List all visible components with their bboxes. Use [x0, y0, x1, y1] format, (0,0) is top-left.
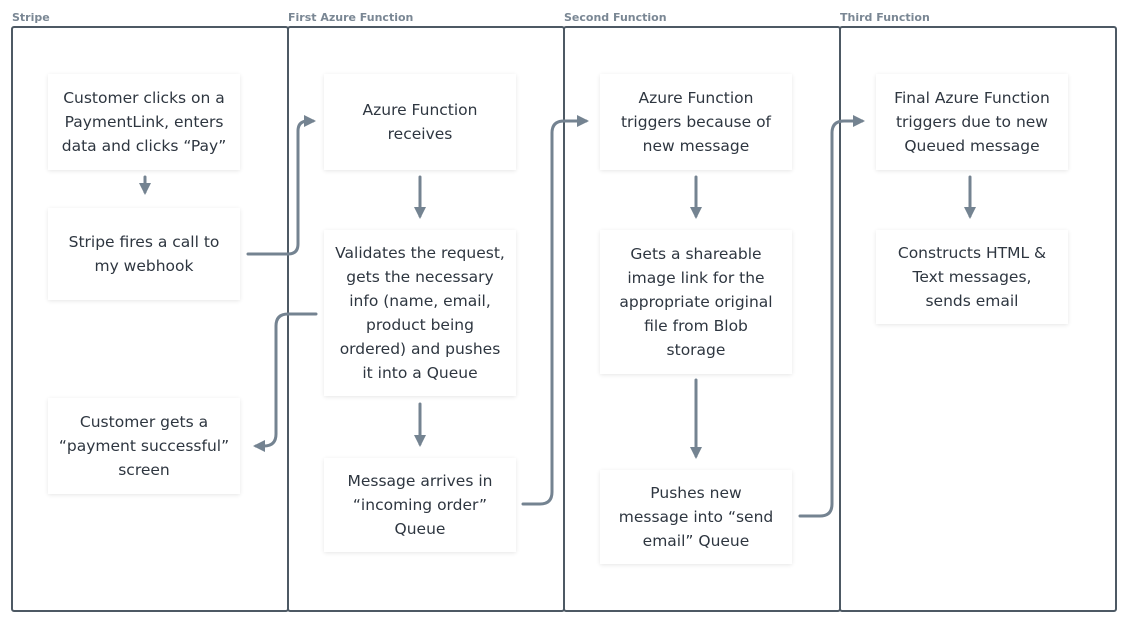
- card-azure-function-receives: Azure Function receives: [324, 74, 516, 170]
- lane-title-third-function: Third Function: [840, 11, 930, 24]
- card-gets-shareable-link: Gets a shareable image link for the appr…: [600, 230, 792, 374]
- lane-title-second-function: Second Function: [564, 11, 667, 24]
- lane-title-first-function: First Azure Function: [288, 11, 414, 24]
- card-function-triggers: Azure Function triggers because of new m…: [600, 74, 792, 170]
- lane-title-stripe: Stripe: [12, 11, 50, 24]
- card-final-function-triggers: Final Azure Function triggers due to new…: [876, 74, 1068, 170]
- card-validates-request: Validates the request, gets the necessar…: [324, 230, 516, 396]
- card-constructs-messages: Constructs HTML & Text messages, sends e…: [876, 230, 1068, 324]
- card-message-arrives: Message arrives in “incoming order” Queu…: [324, 458, 516, 552]
- card-payment-successful: Customer gets a “payment successful” scr…: [48, 398, 240, 494]
- card-pushes-send-email: Pushes new message into “send email” Que…: [600, 470, 792, 564]
- card-customer-clicks: Customer clicks on a PaymentLink, enters…: [48, 74, 240, 170]
- card-stripe-fires-webhook: Stripe fires a call to my webhook: [48, 208, 240, 300]
